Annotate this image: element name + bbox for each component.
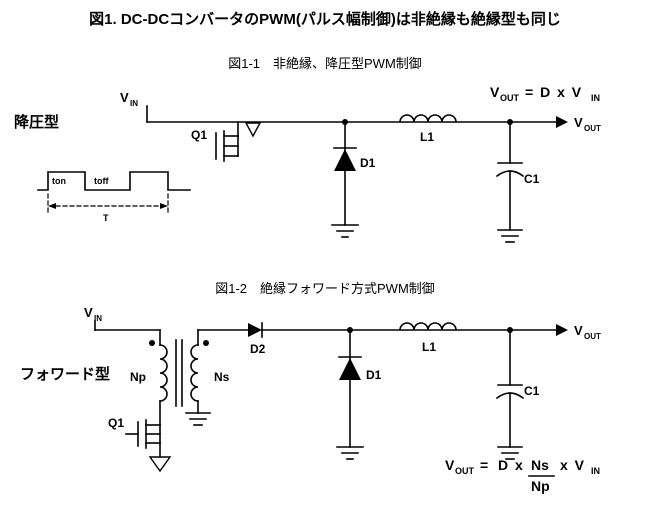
l1-label: L1 xyxy=(422,340,436,354)
formula-x2: x V xyxy=(560,457,585,473)
l1-coil xyxy=(399,114,457,123)
forward-vin-label: V IN xyxy=(84,305,161,346)
forward-diode-d2: D2 xyxy=(197,322,266,356)
waveform-trace xyxy=(37,171,191,191)
q1-label: Q1 xyxy=(191,128,207,142)
np-label: Np xyxy=(130,370,146,384)
buck-diode-d1: D1 xyxy=(331,119,376,238)
d1-label: D1 xyxy=(360,156,376,170)
buck-formula: V OUT = D x V IN xyxy=(490,84,600,103)
pwm-waveform: ton toff T xyxy=(37,171,191,223)
formula-d: D x xyxy=(498,457,523,473)
formula-np: Np xyxy=(531,478,550,494)
formula-rhs: = D x V xyxy=(525,84,582,100)
forward-formula: V OUT = D x Ns Np x V IN xyxy=(445,457,600,494)
forward-circuit-svg: フォワード型 V IN Np Ns Q1 xyxy=(20,305,601,494)
forward-capacitor-c1: C1 xyxy=(495,327,540,460)
forward-type-label: フォワード型 xyxy=(20,365,110,383)
vout-sub-text: OUT xyxy=(584,124,601,133)
d1-label: D1 xyxy=(366,368,382,382)
primary-winding xyxy=(159,344,168,402)
vout-text: V xyxy=(574,115,583,130)
formula-v-sub: OUT xyxy=(500,93,520,103)
buck-circuit-svg: 降圧型 V IN Q1 D1 L1 xyxy=(14,84,601,243)
q1-arrow xyxy=(244,122,262,138)
q1-source-arrow xyxy=(148,456,172,473)
ground-symbol xyxy=(331,224,359,238)
buck-capacitor-c1: C1 xyxy=(495,119,540,243)
figure-1-1-caption: 図1-1 非絶縁、降圧型PWM制御 xyxy=(228,56,422,71)
figure-title: 図1. DC-DCコンバータのPWM(パルス幅制御)は非絶縁も絶縁型も同じ xyxy=(89,11,561,28)
ns-label: Ns xyxy=(214,370,230,384)
buck-vout: V OUT xyxy=(556,115,601,133)
formula-ns: Ns xyxy=(531,457,549,473)
formula-v-sub: OUT xyxy=(455,466,475,476)
vout-arrow xyxy=(556,324,568,336)
buck-type-label: 降圧型 xyxy=(14,113,59,131)
ground-symbol xyxy=(185,412,211,426)
vin-sub-text: IN xyxy=(94,314,102,323)
formula-eq: = xyxy=(480,457,488,473)
primary-polarity-dot xyxy=(149,340,155,346)
forward-inductor-l1: L1 xyxy=(399,322,457,354)
ton-label: ton xyxy=(52,176,66,186)
forward-diode-d1: D1 xyxy=(336,327,382,460)
d2-triangle xyxy=(248,323,262,337)
vin-sub-text: IN xyxy=(130,99,138,108)
vout-text: V xyxy=(574,323,583,338)
period-arrow-left xyxy=(48,203,56,209)
secondary-ground xyxy=(185,400,211,426)
buck-inductor-l1: L1 xyxy=(399,114,457,144)
formula-v: V xyxy=(445,457,455,473)
forward-mosfet-q1: Q1 xyxy=(108,400,172,473)
vin-text: V xyxy=(120,90,129,105)
formula-vin-sub: IN xyxy=(591,466,600,476)
d1-triangle xyxy=(334,149,356,171)
buck-mosfet-q1: Q1 xyxy=(191,121,262,162)
l1-label: L1 xyxy=(420,130,434,144)
vin-text: V xyxy=(84,305,93,320)
secondary-polarity-dot xyxy=(203,340,209,346)
c1-curved-plate xyxy=(495,170,525,178)
ground-symbol xyxy=(497,446,523,460)
ground-symbol xyxy=(336,446,364,460)
transformer: Np Ns xyxy=(130,339,230,407)
figure-1-2-caption: 図1-2 絶縁フォワード方式PWM制御 xyxy=(215,281,435,296)
d1-triangle xyxy=(339,358,361,380)
q1-label: Q1 xyxy=(108,416,124,430)
ground-symbol xyxy=(497,229,523,243)
l1-coil xyxy=(399,322,457,331)
period-arrow-right xyxy=(160,203,168,209)
c1-curved-plate xyxy=(495,392,525,400)
vout-sub-text: OUT xyxy=(584,332,601,341)
secondary-winding xyxy=(190,344,199,402)
c1-label: C1 xyxy=(524,172,540,186)
toff-label: toff xyxy=(94,176,109,186)
period-label: T xyxy=(103,213,109,223)
formula-v: V xyxy=(490,84,500,100)
forward-vout: V OUT xyxy=(556,323,601,341)
d2-label: D2 xyxy=(250,342,266,356)
formula-rhs-sub: IN xyxy=(591,93,600,103)
vout-arrow xyxy=(556,116,568,128)
c1-label: C1 xyxy=(524,384,540,398)
buck-vin-label: V IN xyxy=(120,90,148,123)
